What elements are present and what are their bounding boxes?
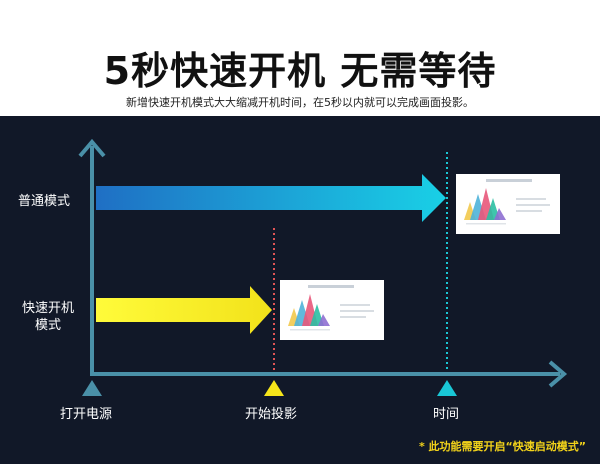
power-on-label: 打开电源 <box>60 407 113 422</box>
power-on-marker <box>82 380 102 396</box>
diagram-panel: 普通模式 快速开机 模式 打开电源 开始投影 时间 * 此功能需要开启“快速启动… <box>0 116 600 464</box>
fast-mode-label-line2: 模式 <box>34 318 61 333</box>
fast-mode-label-line1: 快速开机 <box>21 301 74 316</box>
timeline-diagram <box>78 138 568 396</box>
projected-screen-thumbnail-fast <box>280 280 384 340</box>
time-marker <box>437 380 457 396</box>
feature-note: * 此功能需要开启“快速启动模式” <box>418 440 586 453</box>
x-axis <box>90 360 568 388</box>
normal-mode-arrow <box>96 174 446 222</box>
fast-mode-label: 快速开机 模式 <box>18 300 78 334</box>
normal-mode-label: 普通模式 <box>18 194 71 209</box>
page-subtitle: 新增快速开机模式大大缩减开机时间，在5秒以内就可以完成画面投影。 <box>126 96 474 109</box>
projection-marker <box>264 380 284 396</box>
projected-screen-thumbnail-normal <box>456 174 560 234</box>
start-projection-label: 开始投影 <box>245 407 298 422</box>
time-label: 时间 <box>433 407 460 422</box>
page-title: 5秒快速开机 无需等待 <box>103 49 497 93</box>
y-axis <box>78 138 106 374</box>
fast-mode-arrow <box>96 286 272 334</box>
